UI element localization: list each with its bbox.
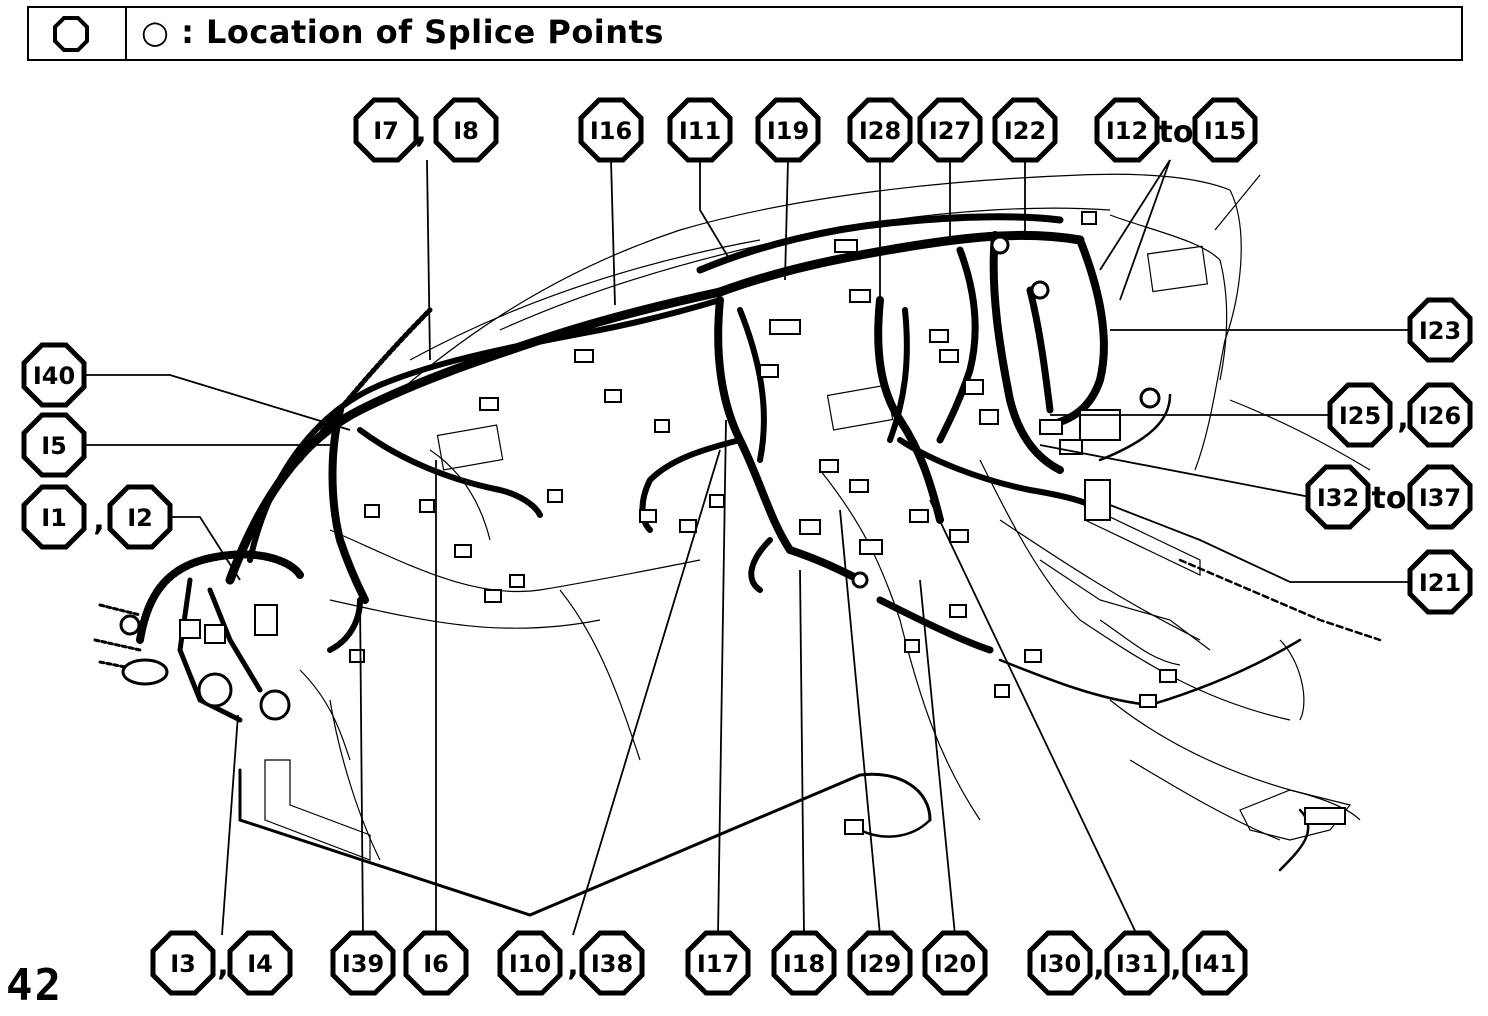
label-i31: I31 (1107, 933, 1167, 993)
svg-text:,: , (415, 115, 426, 150)
svg-text:I10: I10 (509, 950, 551, 978)
svg-text:,: , (1170, 948, 1181, 983)
svg-text:I2: I2 (127, 504, 153, 532)
label-i17: I17 (688, 933, 748, 993)
svg-text:,: , (1397, 401, 1408, 436)
label-i11: I11 (670, 100, 730, 160)
svg-text:I11: I11 (679, 117, 721, 145)
svg-text:I8: I8 (453, 117, 479, 145)
label-i12: I12 (1097, 100, 1157, 160)
page-number: 42 (6, 960, 63, 1011)
svg-text:I22: I22 (1004, 117, 1046, 145)
label-i25: I25 (1330, 385, 1390, 445)
svg-text:I12: I12 (1106, 117, 1148, 145)
grommets (119, 235, 1161, 721)
label-i1: I1 (24, 487, 84, 547)
label-i19: I19 (758, 100, 818, 160)
svg-text:to: to (1372, 481, 1407, 516)
svg-text:I15: I15 (1204, 117, 1246, 145)
svg-text:to: to (1159, 115, 1194, 150)
svg-text:I17: I17 (697, 950, 739, 978)
svg-text:I40: I40 (33, 362, 75, 390)
label-i3: I3 (153, 933, 213, 993)
svg-text:I31: I31 (1116, 950, 1158, 978)
svg-text:I23: I23 (1419, 317, 1461, 345)
svg-text:I16: I16 (590, 117, 632, 145)
label-i18: I18 (774, 933, 834, 993)
svg-text:,: , (1093, 948, 1104, 983)
splice-labels: I7 , I8 I16 I11 I19 I28 I27 I22 I12 to I… (24, 100, 1470, 993)
label-i30: I30 (1030, 933, 1090, 993)
label-i15: I15 (1195, 100, 1255, 160)
vehicle-outline (264, 173, 1371, 861)
svg-text:I4: I4 (247, 950, 273, 978)
label-i32: I32 (1308, 467, 1368, 527)
label-i2: I2 (110, 487, 170, 547)
label-i4: I4 (230, 933, 290, 993)
label-i28: I28 (850, 100, 910, 160)
label-i10: I10 (500, 933, 560, 993)
svg-text:I30: I30 (1039, 950, 1081, 978)
label-i6: I6 (406, 933, 466, 993)
svg-text:I18: I18 (783, 950, 825, 978)
label-i21: I21 (1410, 552, 1470, 612)
svg-text:I3: I3 (170, 950, 196, 978)
label-i16: I16 (581, 100, 641, 160)
svg-text:I37: I37 (1419, 484, 1461, 512)
label-i27: I27 (920, 100, 980, 160)
svg-text:I7: I7 (373, 117, 399, 145)
label-i29: I29 (850, 933, 910, 993)
svg-text:I5: I5 (41, 432, 67, 460)
leader-lines (82, 159, 1410, 936)
page-title: ○ : Location of Splice Points (141, 13, 664, 51)
wiring-harness (93, 213, 1382, 917)
svg-text:I38: I38 (591, 950, 633, 978)
header-symbol-box (29, 8, 127, 59)
header-bar: ○ : Location of Splice Points (27, 6, 1463, 61)
svg-text:I6: I6 (423, 950, 449, 978)
svg-text:I39: I39 (342, 950, 384, 978)
svg-text:I25: I25 (1339, 402, 1381, 430)
label-i8: I8 (436, 100, 496, 160)
svg-text:I1: I1 (41, 504, 67, 532)
svg-text:I29: I29 (859, 950, 901, 978)
label-i20: I20 (925, 933, 985, 993)
label-i39: I39 (333, 933, 393, 993)
svg-text:,: , (93, 503, 104, 538)
label-i37: I37 (1410, 467, 1470, 527)
svg-text:I20: I20 (934, 950, 976, 978)
svg-text:I41: I41 (1194, 950, 1236, 978)
svg-text:I27: I27 (929, 117, 971, 145)
svg-text:I28: I28 (859, 117, 901, 145)
label-i7: I7 (356, 100, 416, 160)
svg-text:I26: I26 (1419, 402, 1461, 430)
svg-text:I19: I19 (767, 117, 809, 145)
label-i22: I22 (995, 100, 1055, 160)
hexagon-outline-icon (53, 16, 89, 52)
label-i38: I38 (582, 933, 642, 993)
label-i23: I23 (1410, 300, 1470, 360)
label-i41: I41 (1185, 933, 1245, 993)
svg-text:I32: I32 (1317, 484, 1359, 512)
label-i5: I5 (24, 415, 84, 475)
svg-text:,: , (217, 948, 228, 983)
svg-text:I21: I21 (1419, 569, 1461, 597)
label-i26: I26 (1410, 385, 1470, 445)
connectors (179, 211, 1346, 835)
svg-text:,: , (567, 948, 578, 983)
label-i40: I40 (24, 345, 84, 405)
